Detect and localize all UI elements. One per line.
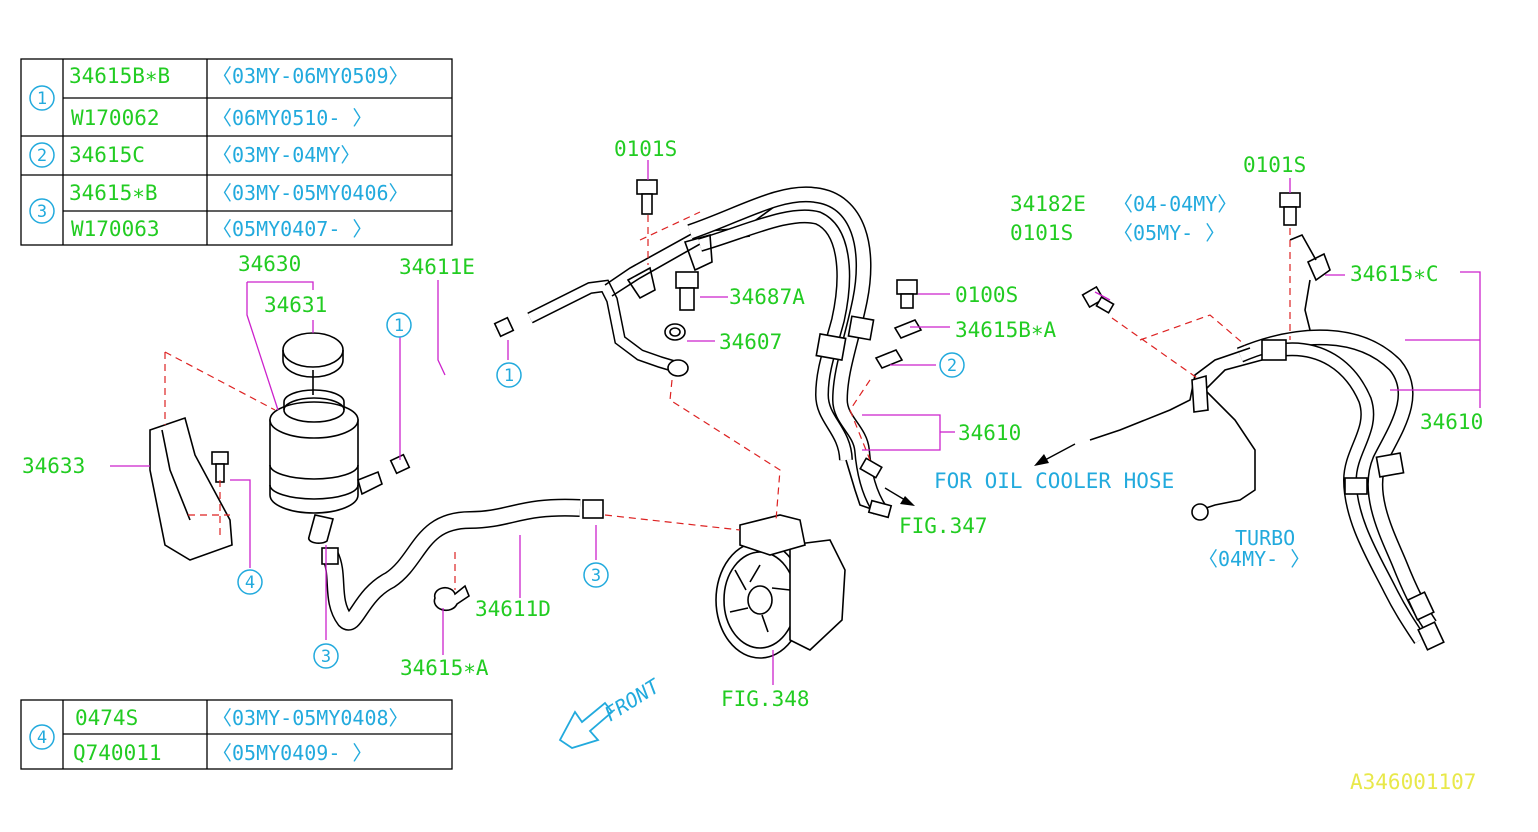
arrow-to-fig347	[884, 487, 915, 506]
hose-34611E	[389, 316, 515, 475]
bolt-0101S	[636, 179, 658, 215]
table-part-W170062: W170062	[71, 106, 160, 130]
table-ref-3: 3	[37, 202, 47, 222]
pressure-hose-34610	[687, 186, 893, 519]
reference-lines	[164, 211, 1291, 590]
clip-34615-A	[433, 584, 470, 612]
callout-1-lower: 1	[496, 362, 522, 388]
label-34182E-range: 〈04-04MY〉	[1113, 192, 1237, 216]
bolt-0101S-turbo	[1279, 192, 1301, 226]
label-34630: 34630	[238, 252, 301, 276]
power-steering-pump	[715, 514, 846, 659]
callout-2-circle	[29, 142, 55, 168]
label-34615-A: 34615∗A	[400, 656, 489, 680]
table-ref-1: 1	[37, 89, 47, 109]
label-34610-turbo: 34610	[1420, 410, 1483, 434]
label-0101S-b: 0101S	[1010, 221, 1073, 245]
bolt-34182E	[1081, 285, 1115, 314]
callout-number: 3	[321, 647, 331, 667]
table-range: 〈05MY0409- 〉	[212, 741, 372, 765]
table-part-34615-B: 34615∗B	[69, 181, 158, 205]
front-direction-arrow: FRONT	[558, 673, 665, 749]
label-34615B-A: 34615B∗A	[955, 318, 1057, 342]
turbo-hose-34610	[1089, 329, 1445, 651]
label-fig348: FIG.348	[721, 687, 810, 711]
label-34687A: 34687A	[729, 285, 805, 309]
callout-2: 2	[939, 352, 965, 378]
bolt-34687A	[675, 271, 699, 311]
label-34182E: 34182E	[1010, 192, 1086, 216]
callout-3-right: 3	[583, 562, 609, 588]
label-0101S-b-range: 〈05MY- 〉	[1113, 221, 1225, 245]
table-range: 〈03MY-05MY0406〉	[212, 181, 409, 205]
table-range: 〈05MY0407- 〉	[212, 217, 372, 241]
label-34611D: 34611D	[475, 597, 551, 621]
label-0101S-c: 0101S	[1243, 153, 1306, 177]
label-turbo-range: 〈04MY- 〉	[1198, 547, 1310, 571]
bolt-0100S	[896, 279, 918, 309]
table-part-W170063: W170063	[71, 217, 160, 241]
label-34631: 34631	[264, 293, 327, 317]
callout-number: 1	[394, 316, 404, 336]
clamp-34615-C	[1306, 252, 1331, 282]
table-part-34615C: 34615C	[69, 143, 145, 167]
callout-number: 3	[591, 566, 601, 586]
table-part-Q740011: Q740011	[73, 741, 162, 765]
table-part-0474S: 0474S	[75, 706, 138, 730]
label-34633: 34633	[22, 454, 85, 478]
callout-number: 1	[504, 366, 514, 386]
diagram-id: A346001107	[1350, 770, 1476, 794]
callout-4-circle	[29, 724, 55, 750]
reservoir-tank	[269, 332, 383, 545]
washer-34607	[664, 323, 686, 341]
pipe-bracket	[626, 266, 656, 300]
table-ref-2: 2	[37, 146, 47, 166]
table-range: 〈06MY0510- 〉	[212, 106, 372, 130]
label-34607: 34607	[719, 330, 782, 354]
label-oil-cooler-hose: FOR OIL COOLER HOSE	[934, 469, 1174, 493]
leader-lines	[110, 160, 1481, 685]
hose-34611D	[321, 498, 604, 631]
variant-table-top: 1 34615B∗B 〈03MY-06MY0509〉 W170062 〈06MY…	[20, 58, 453, 246]
return-pipe	[527, 187, 801, 377]
pipe-bracket	[683, 233, 713, 272]
reservoir-cap	[282, 332, 344, 368]
label-turbo: TURBO	[1235, 526, 1295, 550]
callout-1-circle	[29, 85, 55, 111]
callout-number: 2	[947, 356, 957, 376]
variant-table-bottom: 4 0474S 〈03MY-05MY0408〉 Q740011 〈05MY040…	[20, 699, 453, 770]
arrow-oil-cooler	[1034, 443, 1076, 466]
front-label: FRONT	[600, 673, 665, 726]
label-34610: 34610	[958, 421, 1021, 445]
callout-number: 4	[245, 573, 255, 593]
table-part-34615B-B: 34615B∗B	[69, 64, 170, 88]
table-ref-4: 4	[37, 728, 47, 748]
label-0100S: 0100S	[955, 283, 1018, 307]
label-34615-C: 34615∗C	[1350, 262, 1439, 286]
label-0101S: 0101S	[614, 137, 677, 161]
stay-34633	[149, 416, 233, 561]
callout-4: 4	[237, 569, 263, 595]
table-range: 〈03MY-04MY〉	[212, 143, 360, 167]
label-fig347: FIG.347	[899, 514, 988, 538]
callout-3-left: 3	[313, 643, 339, 669]
label-34611E: 34611E	[399, 255, 475, 279]
table-range: 〈03MY-06MY0509〉	[212, 64, 409, 88]
clamp-2	[874, 349, 904, 369]
callout-3-circle	[29, 198, 55, 224]
callout-1-upper: 1	[386, 312, 412, 338]
table-range: 〈03MY-05MY0408〉	[212, 706, 409, 730]
clamp-34615B-A	[893, 319, 923, 339]
